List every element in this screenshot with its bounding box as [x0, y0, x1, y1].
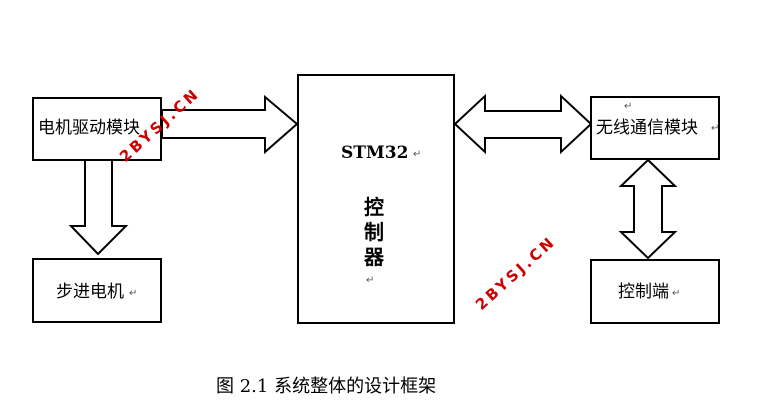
return-mark: ↵	[413, 149, 422, 160]
return-mark: ↵	[711, 123, 720, 134]
return-mark: ↵	[129, 288, 138, 299]
wireless-label: 无线通信模块	[596, 118, 698, 138]
control-terminal-label: 控制端	[618, 282, 669, 302]
stepper-motor-block	[32, 258, 162, 323]
return-mark: ↵	[672, 288, 681, 299]
return-mark: ↵	[624, 101, 633, 112]
controller-char-2: 制	[364, 220, 384, 244]
controller-char-1: 控	[364, 195, 384, 219]
stm32-block	[297, 74, 455, 324]
figure-caption: 图 2.1 系统整体的设计框架	[216, 376, 437, 397]
arrow-stm32-wireless	[453, 93, 593, 155]
motor-driver-block	[32, 97, 162, 161]
control-terminal-block	[590, 259, 720, 324]
arrow-driver-to-stm32	[161, 94, 299, 155]
stepper-motor-label: 步进电机	[56, 282, 124, 302]
stm32-title: STM32	[341, 143, 409, 163]
wireless-block	[590, 96, 720, 160]
arrow-driver-to-stepper	[68, 159, 129, 256]
return-mark: ↵	[366, 275, 375, 286]
motor-driver-label: 电机驱动模块	[38, 118, 140, 138]
controller-char-3: 器	[364, 245, 384, 269]
arrow-wireless-terminal	[618, 158, 678, 260]
